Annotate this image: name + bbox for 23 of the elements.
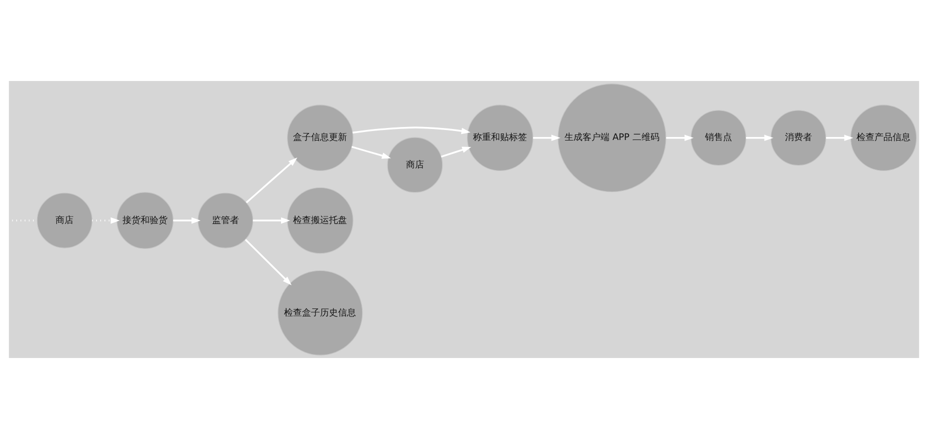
node-circle: 消费者 bbox=[770, 110, 826, 166]
node-circle: 检查搬运托盘 bbox=[287, 186, 354, 254]
arrow bbox=[666, 134, 694, 141]
arrow bbox=[533, 134, 560, 141]
arrow bbox=[173, 216, 201, 224]
arrow bbox=[244, 238, 292, 285]
arrow bbox=[440, 146, 472, 157]
node-circle: 监管者 bbox=[198, 192, 254, 248]
arrow bbox=[826, 134, 854, 141]
node-circle: 生成客户端 APP 二维码 bbox=[558, 83, 666, 192]
arrow bbox=[246, 157, 298, 203]
arrow bbox=[92, 216, 120, 224]
node-circle: 商店 bbox=[36, 192, 92, 248]
node-circle: 商店 bbox=[387, 136, 443, 192]
arrow bbox=[746, 134, 774, 141]
arrow bbox=[252, 216, 290, 224]
node-circle: 销售点 bbox=[690, 110, 746, 166]
arrow bbox=[351, 145, 391, 158]
node-circle: 接货和验货 bbox=[116, 192, 174, 248]
node-circle: 检查产品信息 bbox=[850, 104, 917, 171]
node-circle: 检查盒子历史信息 bbox=[278, 270, 363, 355]
arrow bbox=[352, 126, 470, 134]
node-circle: 称重和贴标签 bbox=[466, 104, 534, 171]
